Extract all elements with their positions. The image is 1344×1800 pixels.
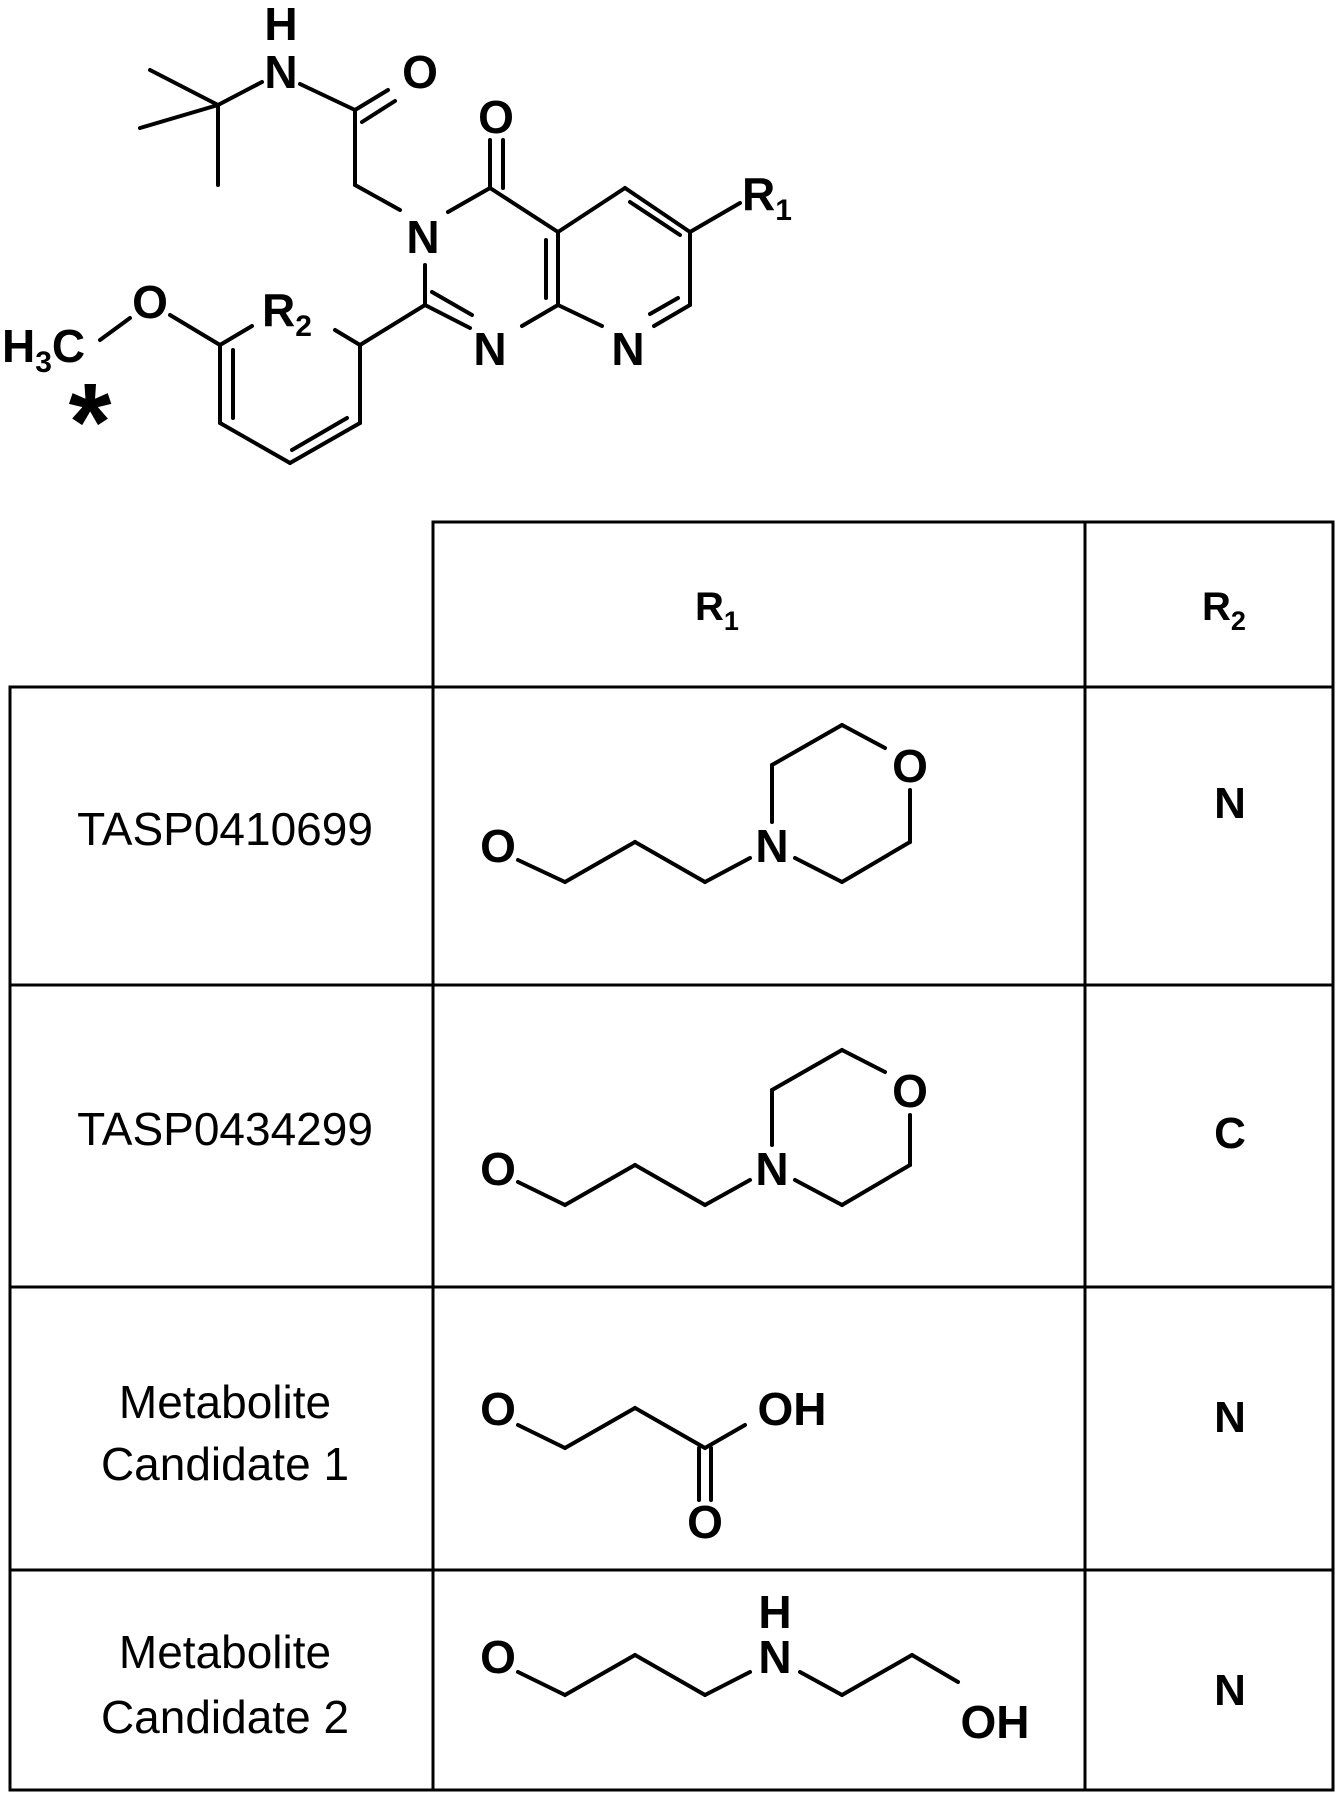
table-row: Metabolite Candidate 1 O OH O N <box>101 1376 1246 1548</box>
compound-name-line2: Candidate 1 <box>101 1438 349 1490</box>
header-r2: R2 <box>1202 585 1246 636</box>
r2-value: N <box>1214 779 1246 828</box>
atom-o: O <box>892 1065 928 1117</box>
table-row: Metabolite Candidate 2 O H N OH N <box>101 1586 1246 1748</box>
atom-h: H <box>758 1586 791 1638</box>
r1-structure <box>516 1653 960 1697</box>
r2-value: N <box>1214 1393 1246 1442</box>
amide-h-label: H <box>264 0 297 50</box>
r1-structure <box>516 1048 912 1207</box>
n3-label: N <box>406 211 439 263</box>
r1-label: R1 <box>742 168 792 227</box>
atom-oh: OH <box>758 1383 827 1435</box>
compound-name-line1: Metabolite <box>119 1376 331 1428</box>
compound-name-line1: Metabolite <box>119 1626 331 1678</box>
asterisk-mark: * <box>69 361 112 484</box>
ring-carbonyl-o-label: O <box>478 91 514 143</box>
table-grid <box>8 520 1335 1792</box>
table-row: TASP0410699 O N O N <box>77 723 1246 884</box>
r2-label: R2 <box>262 284 312 343</box>
atom-o: O <box>480 1143 516 1195</box>
compound-name-line2: Candidate 2 <box>101 1691 349 1743</box>
r1-structure <box>516 1406 747 1502</box>
atom-n: N <box>755 1143 788 1195</box>
atom-o: O <box>480 1383 516 1435</box>
core-scaffold-structure: H N O O N N N R1 R2 O H3C * <box>2 0 792 484</box>
atom-n: N <box>755 820 788 872</box>
atom-o: O <box>687 1496 723 1548</box>
r2-value: C <box>1214 1109 1246 1158</box>
amide-n-label: N <box>264 46 297 98</box>
amide-o-label: O <box>402 46 438 98</box>
table-row: TASP0434299 O N O C <box>77 1048 1246 1207</box>
atom-o: O <box>480 820 516 872</box>
atom-o: O <box>892 740 928 792</box>
compound-name: TASP0434299 <box>77 1103 373 1155</box>
r1-structure <box>516 723 912 884</box>
header-r1: R1 <box>695 585 739 636</box>
atom-oh: OH <box>961 1696 1030 1748</box>
compound-name: TASP0410699 <box>77 803 373 855</box>
n1-label: N <box>473 323 506 375</box>
n8-label: N <box>611 323 644 375</box>
atom-o: O <box>480 1631 516 1683</box>
r2-value: N <box>1214 1666 1246 1715</box>
atom-n: N <box>758 1631 791 1683</box>
methyl-label: H3C <box>2 320 85 379</box>
methoxy-o-label: O <box>132 276 168 328</box>
